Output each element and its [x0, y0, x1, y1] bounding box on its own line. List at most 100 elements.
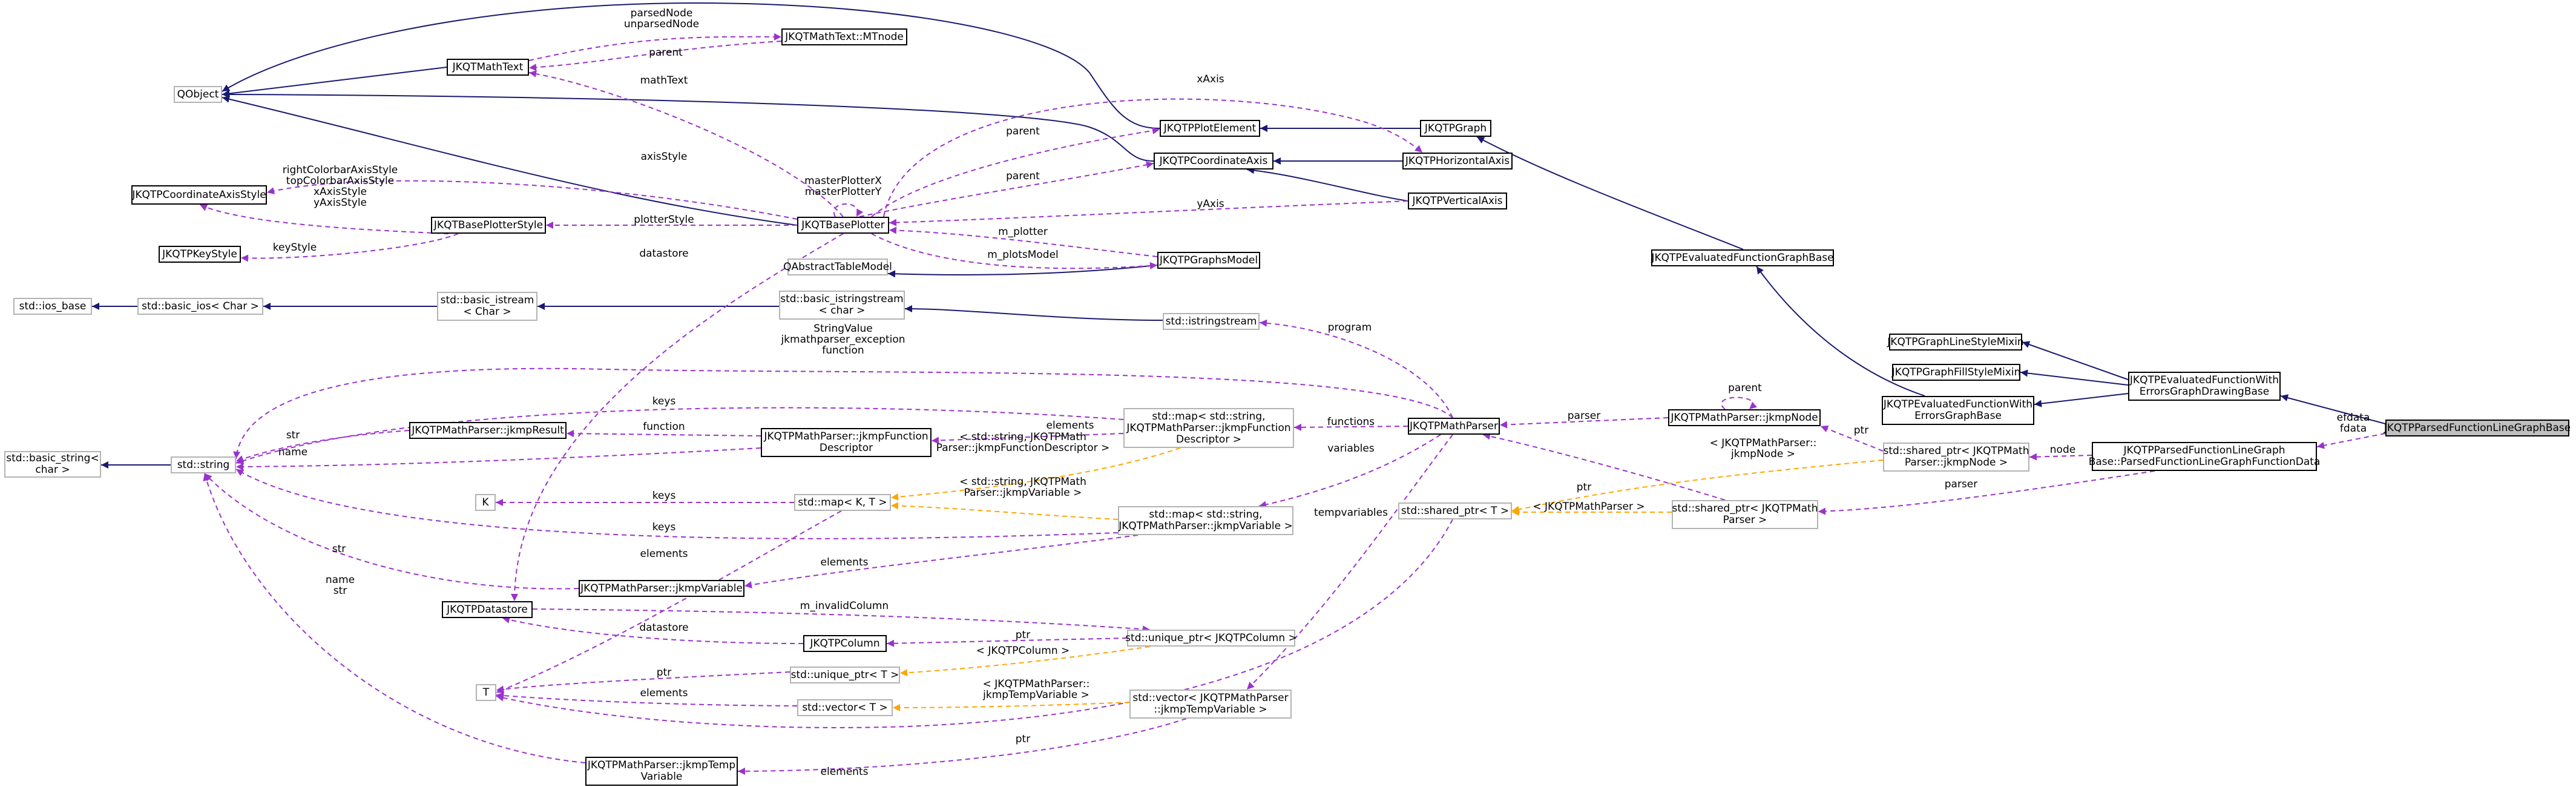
template-edge-vector-tempvar: [892, 702, 1130, 711]
class-node-baseplotter[interactable]: JKQTBasePlotter: [797, 217, 889, 234]
edge-label-templ-node: < JKQTPMathParser::jkmpNode >: [1710, 437, 1817, 460]
class-node-coordaxis[interactable]: JKQTPCoordinateAxis: [1154, 153, 1273, 170]
edge-label-parent-node: parent: [1728, 382, 1762, 394]
edge-label-ptr-col: ptr: [1016, 629, 1030, 641]
edge-label-parser: parser: [1568, 410, 1601, 422]
usage-edge-jkmptempvar: [203, 473, 586, 763]
usage-edge-vector-T: [496, 692, 798, 706]
class-node-uniqueptr-col[interactable]: std::unique_ptr< JKQTPColumn >: [1125, 630, 1297, 647]
template-edge-uniqueptr-col: [899, 646, 1151, 677]
edge-label-functions: functions: [1327, 416, 1375, 428]
usage-edge-mathparser: [1259, 319, 1453, 418]
class-node-k[interactable]: K: [475, 494, 496, 511]
class-node-evalfuncerrbase[interactable]: JKQTPEvaluatedFunctionWith ErrorsGraphBa…: [1882, 396, 2034, 425]
inheritance-edge-evalfuncerrdrawbase: [2022, 341, 2129, 380]
usage-edge-baseplotter: [883, 98, 1423, 217]
edge-label-m-plotsmodel: m_plotsModel: [987, 249, 1059, 261]
class-node-basic-istream[interactable]: std::basic_istream < Char >: [437, 292, 537, 321]
class-node-vector-tempvar[interactable]: std::vector< JKQTPMathParser ::jkmpTempV…: [1129, 690, 1292, 719]
class-node-jkmpnode[interactable]: JKQTPMathParser::jkmpNode: [1668, 409, 1821, 426]
class-node-qabstracttablemodel[interactable]: QAbstractTableModel: [783, 258, 892, 275]
inheritance-edge-graphsmodel: [887, 265, 1158, 278]
edge-label-parser-pfd: parser: [1945, 478, 1978, 490]
class-node-uniqueptr-t[interactable]: std::unique_ptr< T >: [790, 667, 900, 683]
class-node-map-var[interactable]: std::map< std::string, JKQTPMathParser::…: [1118, 506, 1293, 535]
edge-label-program: program: [1328, 321, 1372, 334]
class-node-jkmpfuncdesc[interactable]: JKQTPMathParser::jkmpFunction Descriptor: [761, 428, 932, 457]
class-node-string[interactable]: std::string: [171, 456, 236, 473]
class-node-parsedfuncdata[interactable]: JKQTPParsedFunctionLineGraph Base::Parse…: [2089, 442, 2320, 471]
usage-edge-jkmpnode: [1721, 397, 1757, 410]
class-node-basic-istringstream[interactable]: std::basic_istringstream < char >: [779, 291, 905, 320]
usage-edge-mtnode: [528, 41, 782, 71]
template-edge-map-var: [890, 502, 1119, 520]
class-node-jkmptempvar[interactable]: JKQTPMathParser::jkmpTemp Variable: [585, 757, 738, 786]
edge-label-str-var: str: [332, 543, 346, 555]
class-node-map-funcdesc[interactable]: std::map< std::string, JKQTPMathParser::…: [1123, 408, 1294, 448]
class-node-horizaxis[interactable]: JKQTPHorizontalAxis: [1402, 153, 1513, 170]
edge-label-mathtext: mathText: [640, 74, 688, 87]
usage-edge-parsedfuncline: [2316, 433, 2386, 449]
usage-edge-sharedptr-node: [1820, 425, 1884, 452]
edge-label-elements-tv: elements: [821, 766, 869, 778]
edge-label-axisstyle: axisStyle: [641, 151, 688, 163]
class-node-datastore[interactable]: JKQTPDatastore: [442, 601, 533, 618]
template-edge-map-funcdesc: [890, 447, 1181, 501]
class-node-coordaxisstyle[interactable]: JKQTPCoordinateAxisStyle: [131, 185, 267, 205]
edge-label-ptr-t: ptr: [657, 667, 671, 679]
class-node-ios-base[interactable]: std::ios_base: [13, 298, 92, 315]
class-node-fillstylemixin[interactable]: JKQTPGraphFillStyleMixin: [1892, 364, 2020, 381]
edge-label-keystyle: keyStyle: [273, 242, 317, 254]
class-node-vertaxis[interactable]: JKQTPVerticalAxis: [1408, 193, 1507, 209]
class-node-linestylemixin[interactable]: JKQTPGraphLineStyleMixin: [1887, 334, 2024, 351]
edge-label-parent-ca: parent: [1006, 170, 1040, 182]
usage-edge-baseplotterstyle: [240, 233, 459, 262]
usage-edge-vertaxis: [889, 200, 1408, 226]
edge-label-elements-var: elements: [821, 556, 869, 568]
class-node-mathparser[interactable]: JKQTPMathParser: [1408, 418, 1500, 435]
usage-edge-datastore: [532, 608, 1151, 633]
class-node-evalfuncgraphbase[interactable]: JKQTPEvaluatedFunctionGraphBase: [1651, 249, 1834, 266]
usage-edge-map-var: [744, 535, 1138, 588]
class-node-vector-t[interactable]: std::vector< T >: [797, 699, 893, 716]
class-node-qobject[interactable]: QObject: [174, 86, 222, 103]
class-node-mathtext[interactable]: JKQTMathText: [447, 59, 529, 76]
class-node-graphsmodel[interactable]: JKQTPGraphsModel: [1157, 252, 1260, 269]
class-node-jkmpresult[interactable]: JKQTPMathParser::jkmpResult: [409, 422, 567, 439]
class-node-baseplotterstyle[interactable]: JKQTBasePlotterStyle: [431, 217, 546, 234]
class-node-sharedptr-t[interactable]: std::shared_ptr< T >: [1398, 502, 1512, 519]
class-node-column[interactable]: JKQTPColumn: [803, 635, 887, 652]
class-node-sharedptr-parser[interactable]: std::shared_ptr< JKQTPMath Parser >: [1672, 500, 1818, 529]
class-node-basic-string[interactable]: std::basic_string< char >: [4, 451, 101, 478]
inheritance-edge-coordaxis: [222, 91, 1154, 162]
inheritance-edge-istringstream: [904, 305, 1163, 321]
class-node-evalfuncerrdrawbase[interactable]: JKQTPEvaluatedFunctionWith ErrorsGraphDr…: [2128, 372, 2281, 401]
usage-edge-baseplotter: [871, 127, 1160, 217]
class-node-basic-ios[interactable]: std::basic_ios< Char >: [137, 298, 263, 315]
class-node-graph[interactable]: JKQTPGraph: [1420, 120, 1491, 137]
usage-edge-graphsmodel: [871, 233, 1158, 269]
inheritance-edge-mathtext: [222, 67, 447, 97]
class-node-plotelement[interactable]: JKQTPPlotElement: [1160, 120, 1260, 137]
class-node-mtnode[interactable]: JKQTMathText::MTnode: [781, 28, 907, 45]
edge-label-function-res: function: [643, 421, 685, 433]
inheritance-edge-plotelement: [222, 2, 1160, 129]
class-node-jkmpvariable[interactable]: JKQTPMathParser::jkmpVariable: [579, 580, 744, 597]
class-node-t[interactable]: T: [476, 684, 496, 701]
edge-label-ptr-node: ptr: [1854, 424, 1868, 436]
edge-label-templ-tempvar: < JKQTPMathParser::jkmpTempVariable >: [982, 678, 1089, 701]
edge-label-templ-parser: < JKQTPMathParser >: [1533, 501, 1644, 513]
class-node-parsedfuncline[interactable]: JKQTPParsedFunctionLineGraphBase: [2384, 420, 2571, 436]
edge-label-m-plotter: m_plotter: [998, 226, 1048, 238]
usage-edge-uniqueptr-T: [496, 671, 790, 693]
class-node-sharedptr-node[interactable]: std::shared_ptr< JKQTPMath Parser::jkmpN…: [1883, 443, 2029, 472]
edge-label-parent-pe: parent: [1006, 125, 1040, 137]
class-node-keystyle[interactable]: JKQTPKeyStyle: [159, 246, 241, 263]
usage-edge-map-funcdesc: [931, 433, 1124, 444]
edge-label-datastore-bp: datastore: [639, 248, 688, 260]
class-node-istringstream[interactable]: std::istringstream: [1163, 313, 1260, 330]
class-node-map-kt[interactable]: std::map< K, T >: [794, 494, 891, 511]
